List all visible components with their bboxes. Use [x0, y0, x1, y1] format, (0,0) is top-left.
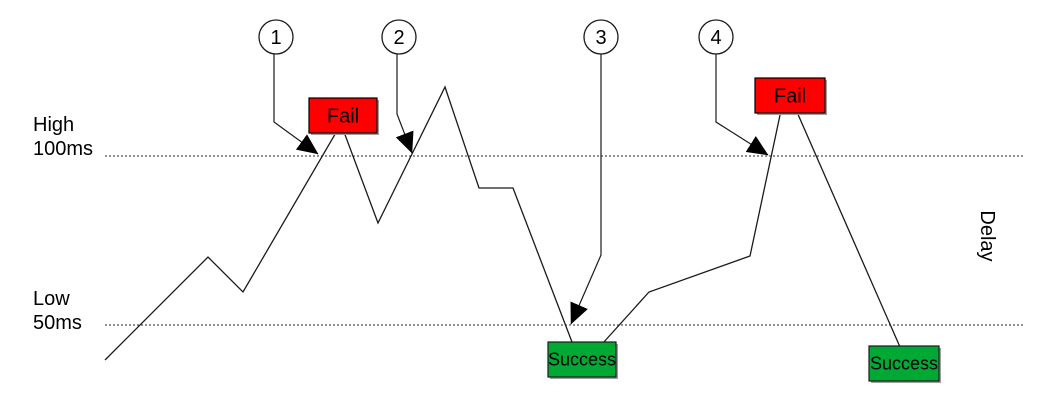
low-threshold-name: Low — [33, 288, 70, 310]
delay-signal-segment-2 — [602, 84, 901, 348]
callout-4-number: 4 — [710, 27, 721, 49]
callout-1-number: 1 — [270, 27, 281, 49]
callout-4-circle — [698, 19, 734, 55]
callout-3-circle — [583, 19, 619, 55]
callouts: 1 2 3 4 — [258, 19, 769, 325]
callout-2-circle — [381, 19, 417, 55]
success-box — [547, 341, 617, 378]
high-threshold-label: High 100ms — [33, 113, 93, 161]
success-box — [868, 345, 940, 382]
success-box-label: Success — [548, 350, 616, 370]
high-threshold-value: 100ms — [33, 138, 94, 160]
delay-signal — [104, 84, 901, 361]
fail-box — [308, 97, 378, 134]
fail-box-label: Fail — [327, 106, 359, 128]
delay-signal-segment-1 — [104, 85, 573, 361]
callout-3-leader — [570, 54, 602, 325]
callout-2-leader — [395, 54, 414, 154]
low-threshold-label: Low 50ms — [33, 287, 82, 335]
fail-box — [754, 77, 826, 114]
callout-3-number: 3 — [595, 27, 606, 49]
threshold-lines — [105, 155, 1025, 326]
callout-1-circle — [258, 19, 294, 55]
delay-axis-label: Delay — [976, 210, 998, 262]
callout-2-number: 2 — [393, 27, 404, 49]
callout-4-leader — [715, 54, 769, 156]
success-box-label: Success — [870, 354, 938, 374]
high-threshold-name: High — [33, 114, 75, 136]
low-threshold-value: 50ms — [33, 312, 82, 334]
callout-1-leader — [273, 54, 319, 155]
fail-box-label: Fail — [774, 86, 806, 108]
